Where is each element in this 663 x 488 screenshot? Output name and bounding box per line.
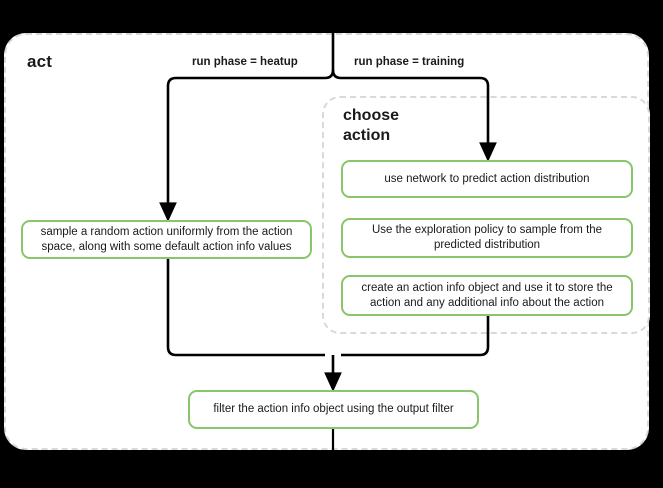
- node-exploration-policy-label: Use the exploration policy to sample fro…: [371, 224, 603, 251]
- edge-label-heatup: run phase = heatup: [192, 56, 298, 68]
- node-create-action-info[interactable]: create an action info object and use it …: [341, 275, 633, 316]
- node-sample-random-action-label: sample a random action uniformly from th…: [40, 225, 293, 253]
- act-group-title: act: [27, 52, 53, 71]
- node-sample-random-action[interactable]: sample a random action uniformly from th…: [21, 220, 312, 259]
- edge-label-training: run phase = training: [354, 56, 465, 68]
- node-use-network-predict[interactable]: use network to predict action distributi…: [341, 160, 633, 198]
- node-filter-output[interactable]: filter the action info object using the …: [188, 390, 479, 429]
- node-use-network-predict-label: use network to predict action distributi…: [384, 172, 590, 185]
- node-exploration-policy[interactable]: Use the exploration policy to sample fro…: [341, 218, 633, 258]
- node-create-action-info-label: create an action info object and use it …: [361, 281, 613, 309]
- node-filter-output-label: filter the action info object using the …: [213, 403, 454, 415]
